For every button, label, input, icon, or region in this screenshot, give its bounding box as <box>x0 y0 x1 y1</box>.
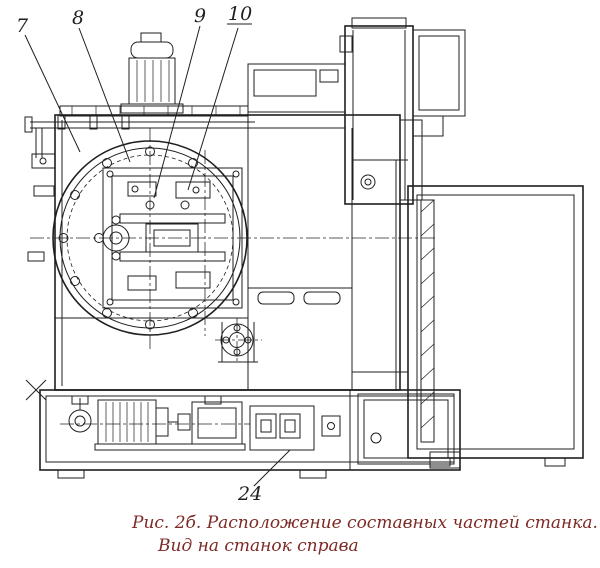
callout-10: 10 <box>228 3 252 25</box>
callout-9: 9 <box>194 5 206 27</box>
right-panel <box>407 185 584 467</box>
fixture-plate <box>94 167 243 309</box>
callout-numbers: 7 8 9 10 24 <box>16 3 262 505</box>
callout-8: 8 <box>72 7 84 29</box>
pump-assembly <box>68 395 246 451</box>
callout-24: 24 <box>237 483 262 505</box>
base <box>39 389 461 479</box>
main-housing <box>25 105 401 401</box>
top-gearbox <box>247 63 346 129</box>
caption-line-2: Вид на станок справа <box>157 536 359 556</box>
callout-7: 7 <box>16 15 29 37</box>
caption-line-1: Рис. 2б. Расположение составных частей с… <box>131 513 598 533</box>
callout-leaders <box>24 23 291 487</box>
mid-body <box>218 128 408 390</box>
top-pipes <box>24 114 255 158</box>
figure-caption: Рис. 2б. Расположение составных частей с… <box>131 513 598 556</box>
component-24 <box>249 405 341 451</box>
column <box>339 17 466 205</box>
top-motor <box>120 32 184 114</box>
